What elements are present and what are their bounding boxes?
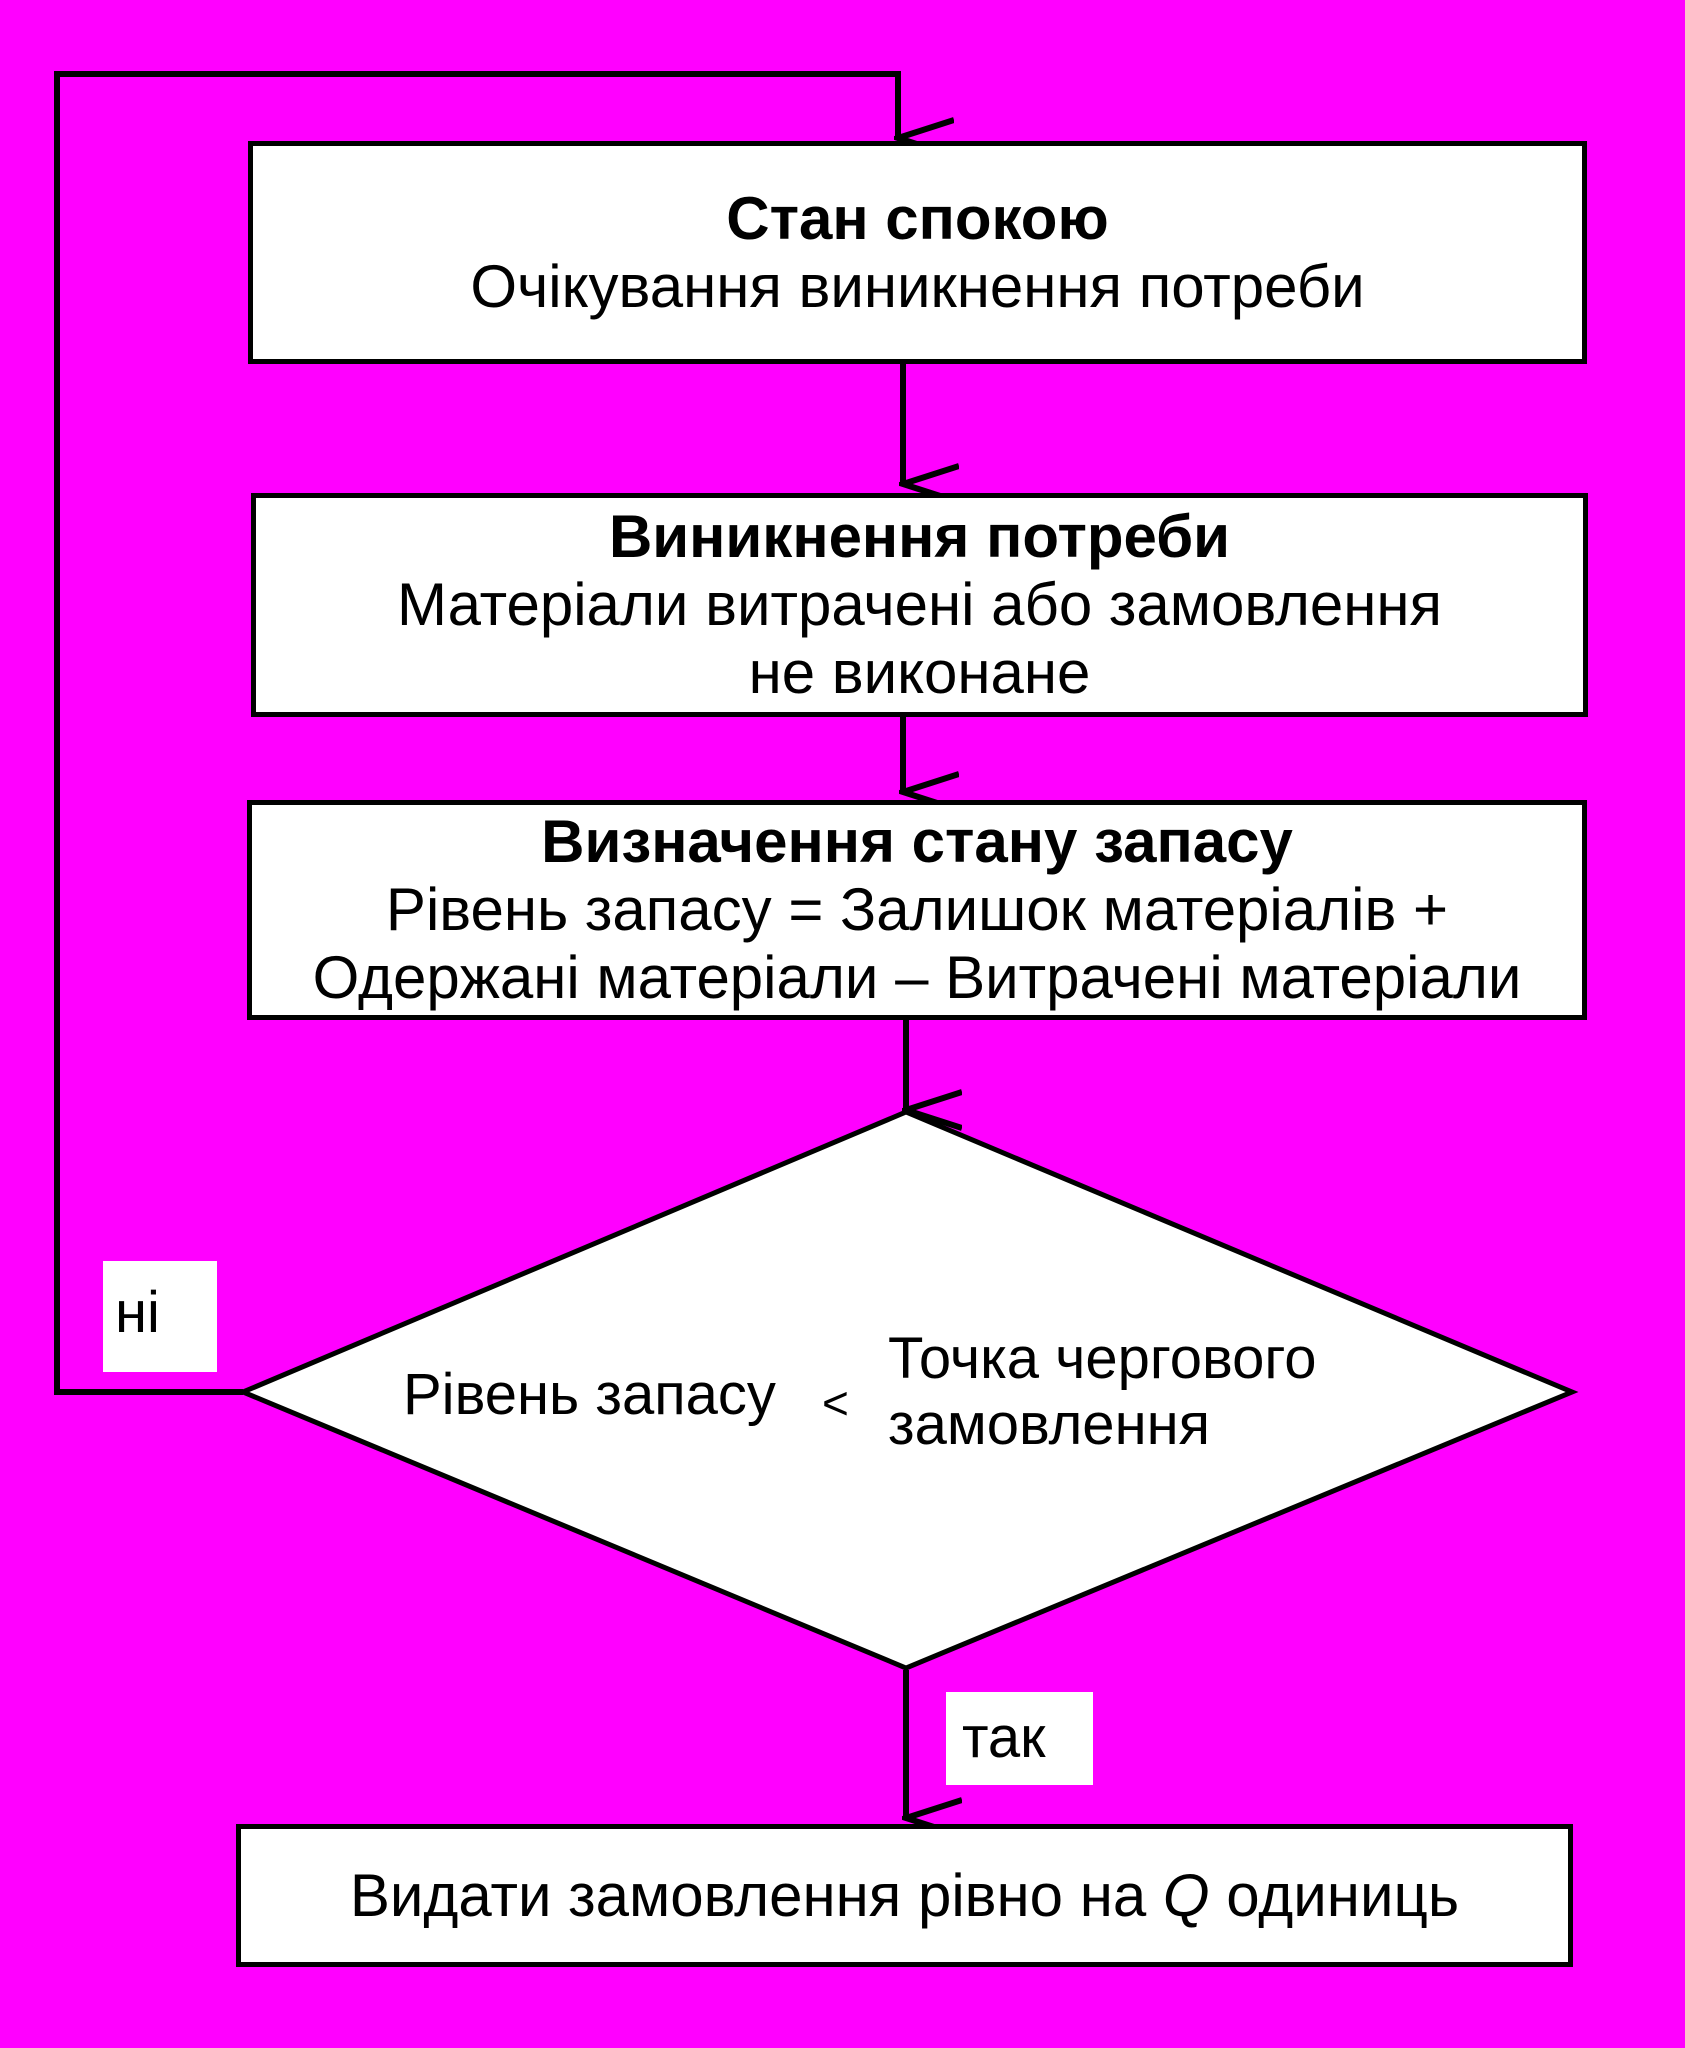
step-idle-body: Очікування виникнення потреби bbox=[470, 252, 1365, 320]
step-stock-box: Визначення стану запасу Рівень запасу = … bbox=[247, 800, 1587, 1020]
decision-right-line1: Точка чергового bbox=[888, 1326, 1317, 1391]
step-order-text: Видати замовлення рівно на Q одиниць bbox=[350, 1862, 1459, 1930]
decision-right-line2: замовлення bbox=[888, 1392, 1211, 1457]
step-order-suffix: одиниць bbox=[1209, 1861, 1460, 1929]
step-order-box: Видати замовлення рівно на Q одиниць bbox=[236, 1824, 1573, 1967]
step-stock-line1: Рівень запасу = Залишок матеріалів + bbox=[385, 876, 1449, 943]
step-order-prefix: Видати замовлення рівно на bbox=[349, 1861, 1163, 1929]
arrow-no-loop bbox=[54, 71, 898, 1395]
decision-left-text: Рівень запасу bbox=[403, 1362, 776, 1427]
step-stock-line2: Одержані матеріали – Витрачені матеріали bbox=[312, 944, 1522, 1011]
branch-no-label: ні bbox=[103, 1261, 217, 1372]
step-order-q: Q bbox=[1162, 1861, 1210, 1929]
step-stock-title: Визначення стану запасу bbox=[541, 808, 1293, 875]
step-idle-title: Стан спокою bbox=[726, 184, 1109, 252]
step-need-line1: Матеріали витрачені або замовлення bbox=[396, 571, 1443, 638]
decision-diamond bbox=[236, 1109, 1579, 1671]
branch-yes-label: так bbox=[946, 1692, 1093, 1785]
decision-right-text: Точка чергового замовлення bbox=[888, 1326, 1317, 1458]
step-need-line2: не виконане bbox=[748, 639, 1091, 706]
step-need-box: Виникнення потреби Матеріали витрачені а… bbox=[251, 493, 1588, 717]
step-idle-box: Стан спокою Очікування виникнення потреб… bbox=[248, 141, 1587, 364]
decision-operator: < bbox=[822, 1377, 849, 1429]
step-need-title: Виникнення потреби bbox=[608, 503, 1231, 570]
